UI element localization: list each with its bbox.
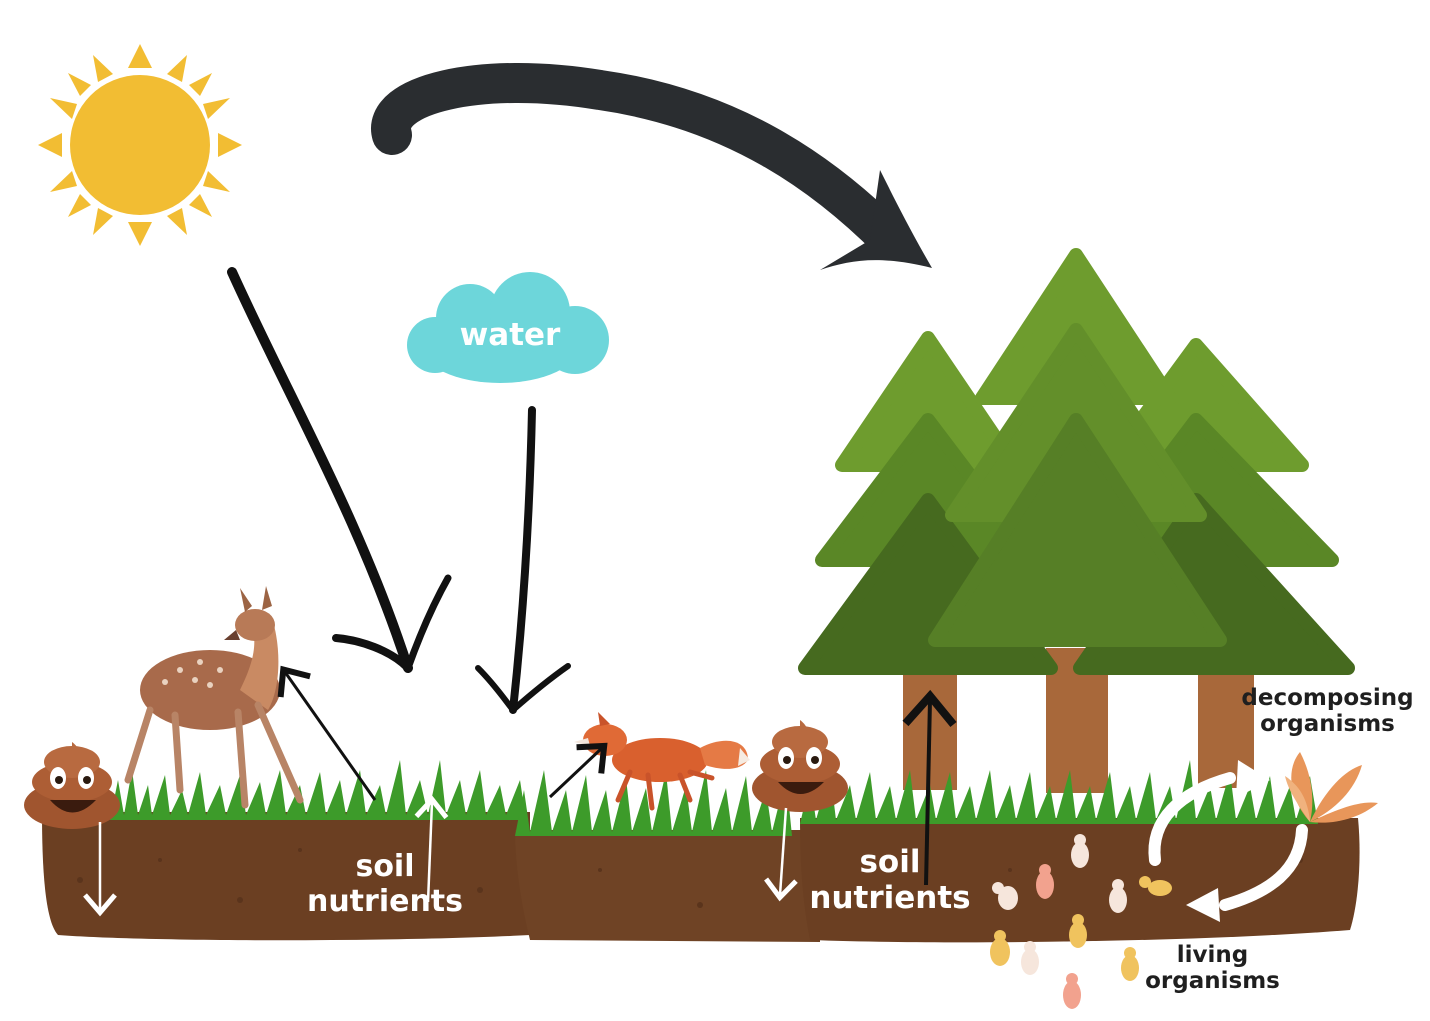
- poop-icon: [24, 742, 120, 829]
- cloud-icon: [407, 272, 609, 383]
- soil-nutrients-line-2: nutrients: [809, 879, 971, 916]
- nutrient-arrows-white: [83, 795, 798, 917]
- sun-to-tree-arrow: [371, 62, 932, 270]
- bug-icon: [990, 834, 1172, 1009]
- water-label: water: [459, 317, 561, 353]
- water-to-ground-arrow: [475, 406, 571, 714]
- soil-nutrients-line-1: soil: [355, 849, 415, 884]
- nutrient-arrows-black: [277, 665, 957, 886]
- sun-icon: [38, 44, 242, 246]
- living-line-2: organisms: [1145, 968, 1280, 995]
- decomposing-organisms-label: decomposing organisms: [1225, 685, 1430, 738]
- soil-layer: [42, 812, 1360, 943]
- tree-icon: [798, 248, 1355, 793]
- soil-nutrients-label-right: soil nutrients: [795, 844, 985, 916]
- cycle-arrows-icon: [1148, 760, 1308, 922]
- soil-nutrients-line-1: soil: [859, 844, 921, 880]
- deer-icon: [124, 586, 304, 809]
- poop-icon: [752, 720, 848, 812]
- living-line-1: living: [1176, 942, 1249, 968]
- living-organisms-label: living organisms: [1125, 942, 1300, 995]
- leaf-icon: [1285, 752, 1378, 823]
- decomposing-line-2: organisms: [1260, 711, 1395, 738]
- sun-to-ground-arrow: [227, 267, 452, 673]
- soil-nutrients-line-2: nutrients: [306, 883, 464, 919]
- soil-nutrients-label-left: soil nutrients: [290, 849, 480, 919]
- decomposing-line-1: decomposing: [1241, 685, 1414, 711]
